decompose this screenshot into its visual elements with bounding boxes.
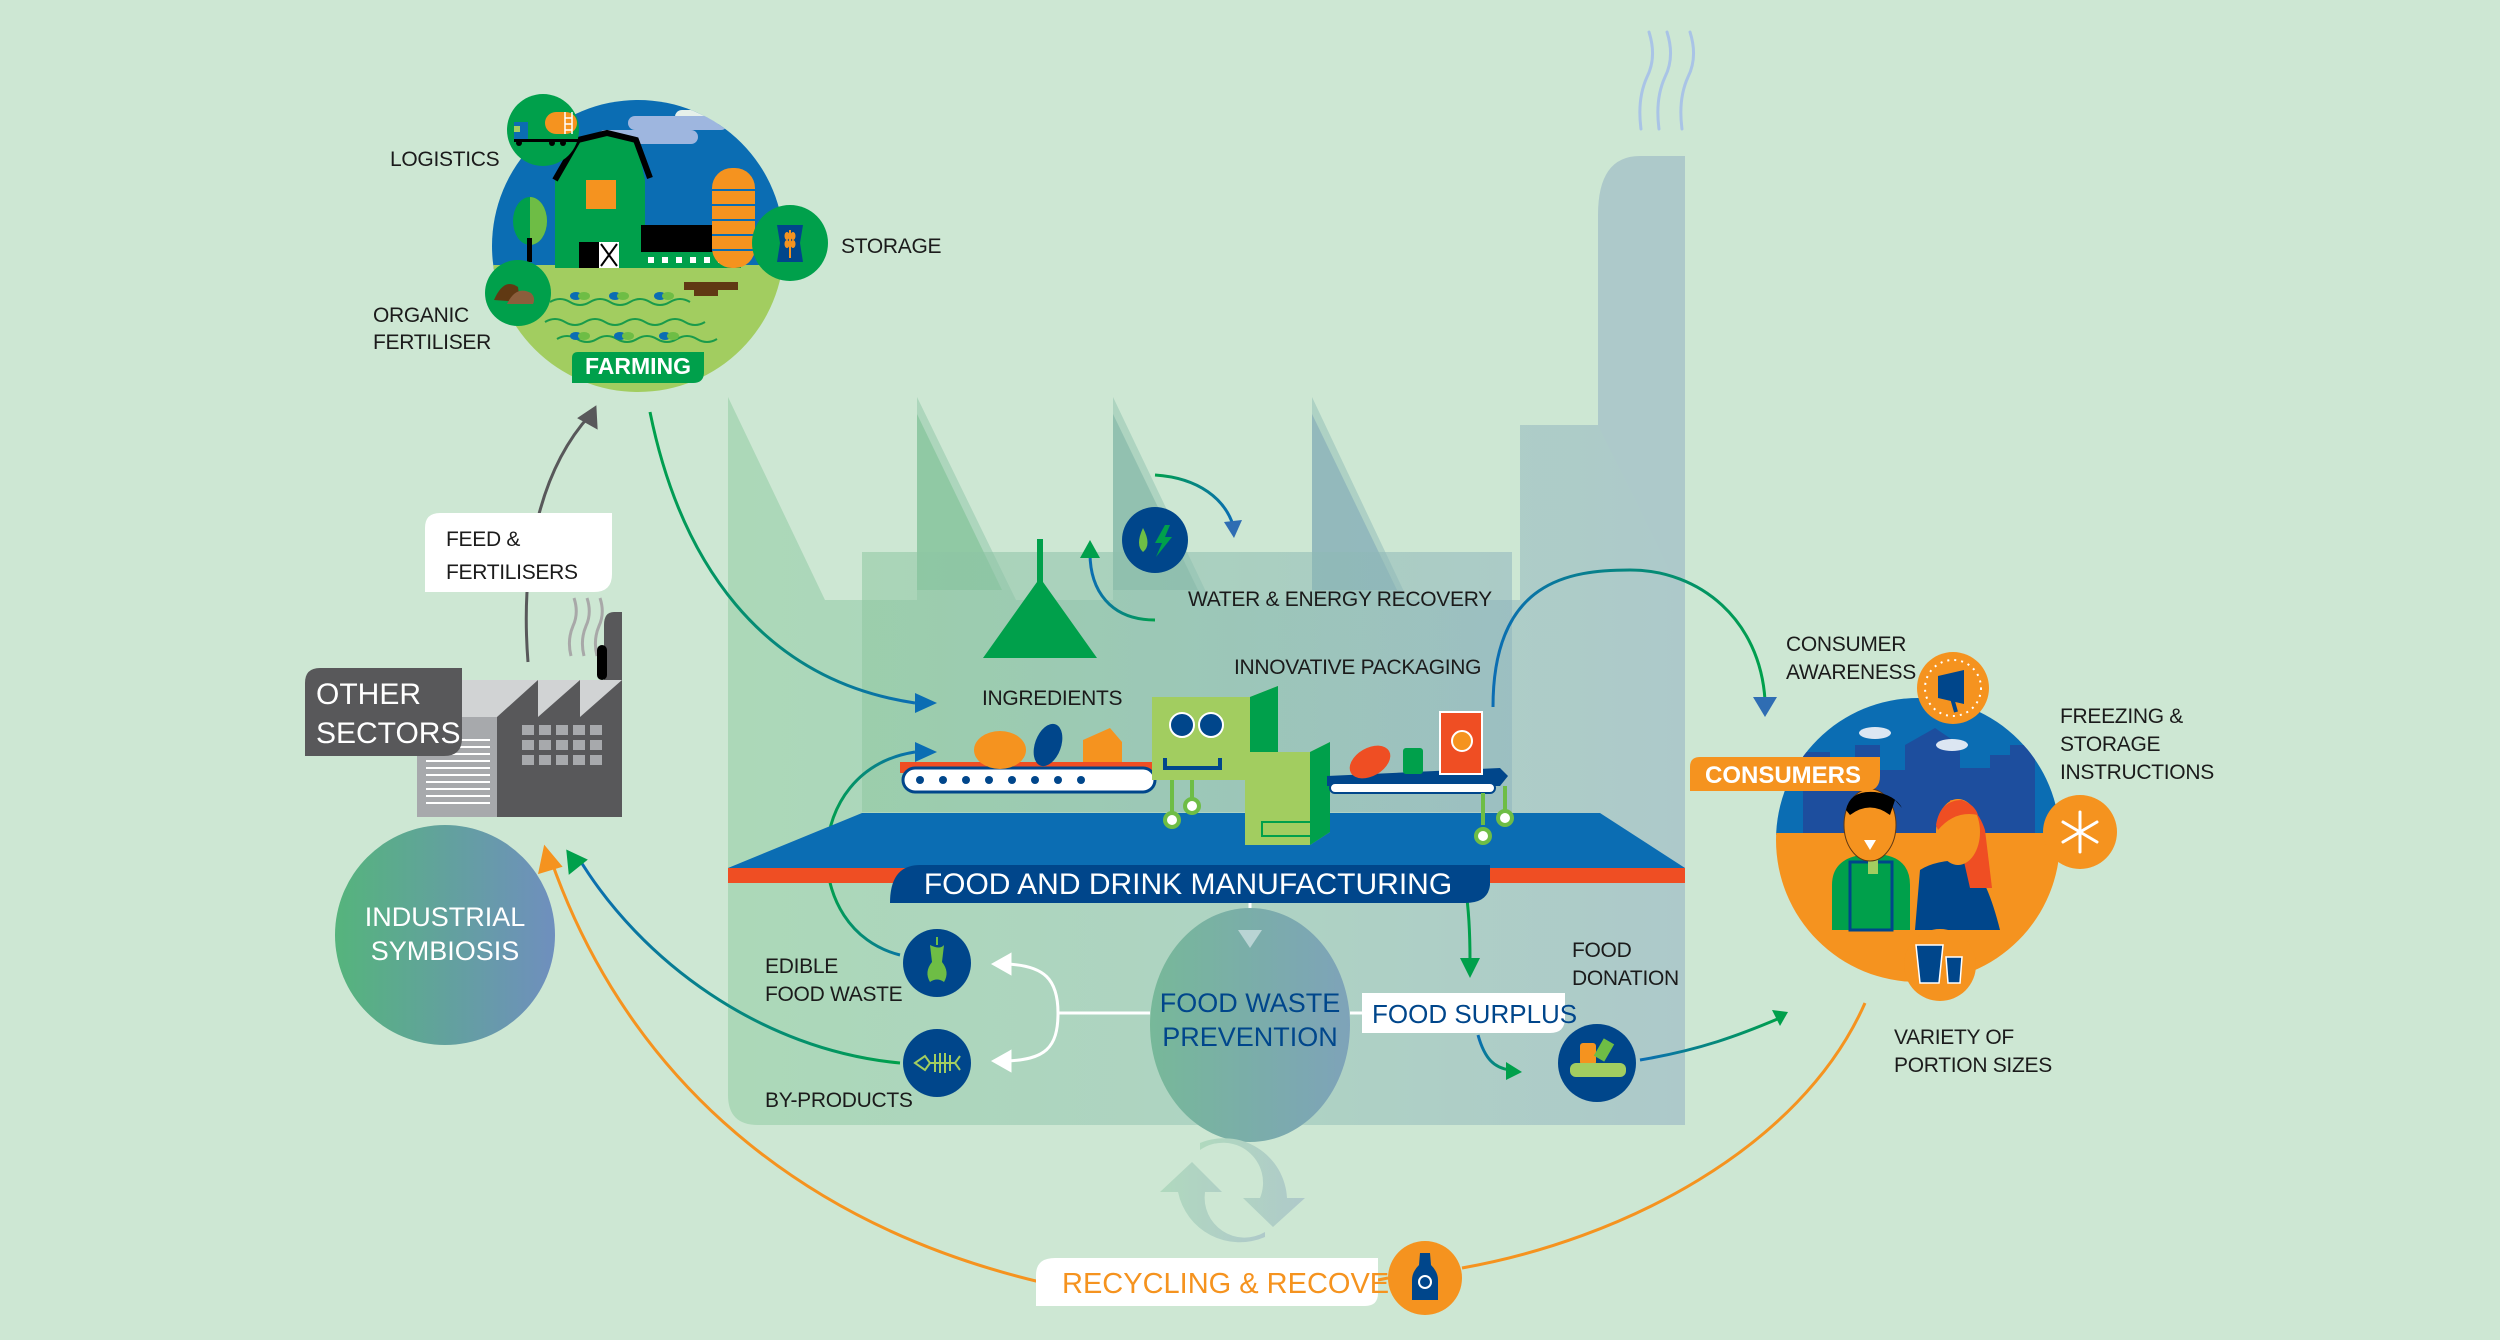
manufacturing-title-box	[890, 865, 1490, 903]
factory-smoke-icon	[567, 597, 604, 657]
arrow-by-products-to-symbiosis	[576, 856, 901, 1065]
prevention-label-line2: PREVENTION	[1162, 1022, 1338, 1052]
recycling-section: RECYCLING & RECOVERY	[1036, 1138, 1462, 1315]
organic-fertiliser-label-line2: FERTILISER	[373, 331, 491, 354]
symbiosis-label-line2: SYMBIOSIS	[371, 936, 520, 966]
symbiosis-label-line1: INDUSTRIAL	[365, 902, 526, 932]
awareness-label-line1: CONSUMER	[1786, 633, 1906, 656]
other-sectors-title-line2: SECTORS	[316, 717, 460, 750]
recycling-title-box	[1036, 1258, 1378, 1306]
processing-machine	[1152, 686, 1330, 845]
edible-waste-label-line2: FOOD WASTE	[765, 983, 903, 1006]
edible-food-waste-icon[interactable]	[903, 929, 971, 997]
cheese-icon	[1083, 728, 1122, 762]
feed-label-line2: FERTILISERS	[446, 561, 578, 584]
split-arrows	[990, 903, 1252, 1073]
farming-section: LOGISTICS STORAGE ORGANIC FERTILISER FAR…	[373, 94, 942, 392]
recycling-title: RECYCLING & RECOVERY	[1062, 1268, 1429, 1300]
funnel-icon	[983, 539, 1097, 658]
by-products-icon[interactable]	[903, 1029, 971, 1097]
logistics-label: LOGISTICS	[390, 148, 500, 171]
arrow-packaging-to-consumers	[1491, 568, 1767, 708]
portion-label-line2: PORTION SIZES	[1894, 1054, 2052, 1077]
water-energy-label: WATER & ENERGY RECOVERY	[1188, 588, 1492, 611]
food-donation-icon[interactable]	[1558, 1024, 1636, 1102]
freezing-label-line3: INSTRUCTIONS	[2060, 761, 2214, 784]
feed-fertilisers-box	[425, 513, 612, 592]
manufacturing-floor: FOOD AND DRINK MANUFACTURING	[728, 813, 1685, 903]
farming-title: FARMING	[585, 353, 691, 379]
packaging-conveyor	[1327, 711, 1514, 845]
industrial-symbiosis[interactable]: INDUSTRIAL SYMBIOSIS	[335, 825, 555, 1045]
can-icon	[1403, 748, 1423, 774]
food-surplus-box	[1362, 993, 1565, 1033]
consumer-woman-icon	[1915, 799, 2000, 930]
consumers-title: CONSUMERS	[1705, 762, 1861, 789]
aubergine-icon	[1033, 723, 1063, 767]
barn-icon	[513, 129, 755, 296]
organic-fertiliser-icon[interactable]	[485, 260, 551, 326]
chimney-smoke-icon	[1638, 30, 1695, 131]
manufacturing-title: FOOD AND DRINK MANUFACTURING	[924, 868, 1452, 901]
food-waste-prevention[interactable]: FOOD WASTE PREVENTION	[1150, 908, 1350, 1142]
storage-icon[interactable]	[752, 205, 828, 281]
edible-waste-label-line1: EDIBLE	[765, 955, 838, 978]
consumers-title-box	[1690, 757, 1880, 791]
awareness-label-line2: AWARENESS	[1786, 661, 1916, 684]
arrow-water-energy-loop	[1088, 552, 1156, 622]
other-sectors-section: FEED & FERTILISERS OTHER SECTORS INDUSTR…	[305, 513, 622, 1045]
ingredients-label: INGREDIENTS	[982, 687, 1123, 710]
by-products-label: BY-PRODUCTS	[765, 1089, 913, 1112]
prevention-label-line1: FOOD WASTE	[1160, 988, 1341, 1018]
freezing-icon[interactable]	[2043, 795, 2117, 869]
portion-label-line1: VARIETY OF	[1894, 1026, 2014, 1049]
storage-label: STORAGE	[841, 235, 941, 258]
food-donation-label-line1: FOOD	[1572, 939, 1632, 962]
arrow-consumers-to-recycling	[1461, 1002, 1867, 1270]
logistics-icon[interactable]	[507, 94, 579, 166]
chicken-icon	[974, 731, 1026, 769]
feed-label-line1: FEED &	[446, 528, 520, 551]
packaging-label: INNOVATIVE PACKAGING	[1234, 656, 1481, 679]
portion-sizes-icon[interactable]	[1904, 929, 1976, 1001]
other-sectors-title-line1: OTHER	[316, 678, 421, 711]
consumer-awareness-icon[interactable]	[1917, 652, 1989, 724]
arrow-recycling-to-symbiosis	[548, 856, 1041, 1284]
farming-title-box	[572, 352, 704, 383]
arrow-donation-to-consumers	[1639, 1016, 1781, 1062]
salami-icon	[1349, 745, 1391, 779]
food-donation-label-line2: DONATION	[1572, 967, 1679, 990]
cloud-icon	[1859, 727, 1891, 739]
consumer-man-icon	[1832, 788, 1910, 932]
recycling-bottle-icon[interactable]	[1388, 1241, 1462, 1315]
organic-fertiliser-label-line1: ORGANIC	[373, 304, 469, 327]
crop-rows	[544, 298, 718, 343]
other-sectors-title-box	[305, 668, 462, 756]
water-energy-icon[interactable]	[1122, 507, 1188, 573]
freezing-label-line2: STORAGE	[2060, 733, 2160, 756]
arrow-farming-to-ingredients	[648, 411, 916, 705]
freezing-label-line1: FREEZING &	[2060, 705, 2183, 728]
recycle-arrows-icon	[1160, 1138, 1305, 1243]
food-surplus-label[interactable]: FOOD SURPLUS	[1372, 999, 1577, 1029]
